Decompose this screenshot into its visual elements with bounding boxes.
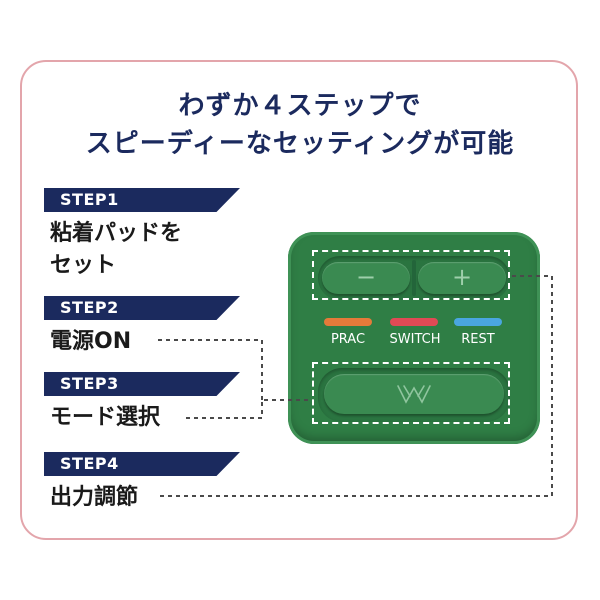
- headline-line2: スピーディーなセッティングが可能: [85, 129, 515, 159]
- step3-text: モード選択: [50, 405, 161, 430]
- step1-badge-label: STEP1: [60, 190, 119, 209]
- step1-badge: STEP1: [44, 188, 240, 212]
- step3-badge: STEP3: [44, 372, 240, 396]
- minus-button[interactable]: −: [322, 262, 410, 294]
- step2-text: 電源ON: [50, 329, 132, 354]
- mode-select-button[interactable]: [324, 374, 504, 414]
- step1-text-line2: セット: [50, 253, 117, 278]
- mode-select-bar: [318, 368, 510, 422]
- device-controller: − + PRAC SWITCH REST: [288, 232, 540, 444]
- step4-badge: STEP4: [44, 452, 240, 476]
- rest-led: [454, 318, 502, 326]
- step3-badge-label: STEP3: [60, 374, 119, 393]
- rest-label: REST: [461, 332, 495, 347]
- step2-badge: STEP2: [44, 296, 240, 320]
- switch-led: [390, 318, 438, 326]
- mode-highlight-box: [312, 362, 510, 424]
- adjust-highlight-box: [312, 250, 510, 300]
- prac-label: PRAC: [330, 332, 366, 347]
- switch-label: SWITCH: [389, 332, 441, 347]
- step3-connector: [186, 399, 312, 419]
- step4-connector: [160, 275, 553, 497]
- key-divider: [412, 260, 416, 296]
- headline-line1: わずか４ステップで: [178, 91, 422, 121]
- step4-text: 出力調節: [50, 485, 139, 510]
- step1-text-line1: 粘着パッドを: [50, 221, 183, 246]
- step4-badge-label: STEP4: [60, 454, 119, 473]
- step2-badge-label: STEP2: [60, 298, 119, 317]
- output-adjust-bar: − +: [318, 256, 510, 300]
- step2-connector: [158, 339, 263, 400]
- prac-led: [324, 318, 372, 326]
- plus-button[interactable]: +: [418, 262, 506, 294]
- wave-pattern-icon: [397, 385, 431, 404]
